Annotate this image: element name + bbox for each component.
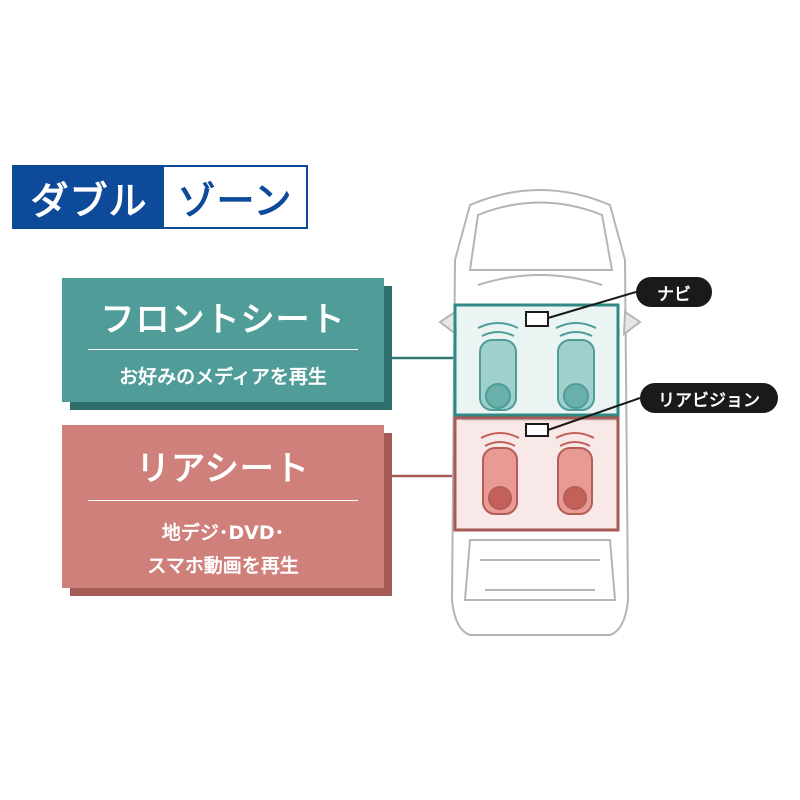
rear-seat-description: 地デジ･DVD･ スマホ動画を再生	[62, 517, 384, 583]
title-badge: ダブル ゾーン	[12, 165, 308, 229]
rear-seat-zone: リアシート 地デジ･DVD･ スマホ動画を再生	[62, 425, 392, 596]
navi-screen	[525, 311, 549, 327]
rear-seat-description-line2: スマホ動画を再生	[147, 555, 299, 577]
rear-vision-callout: リアビジョン	[640, 383, 778, 413]
rear-vision-leader-line	[547, 397, 641, 431]
rear-sound-waves	[480, 432, 595, 447]
front-seat-right	[557, 339, 595, 411]
rear-seat-left	[482, 447, 518, 515]
front-seat-zone: フロントシート お好みのメディアを再生	[62, 278, 392, 410]
front-seat-left	[479, 339, 517, 411]
navi-callout: ナビ	[636, 277, 712, 307]
front-divider	[88, 349, 358, 350]
rear-seat-title: リアシート	[136, 449, 310, 489]
front-sound-waves	[477, 322, 597, 337]
rear-seat-right	[557, 447, 593, 515]
title-right: ゾーン	[177, 178, 293, 223]
rear-vision-screen	[525, 423, 549, 437]
rear-divider	[88, 500, 358, 501]
title-left: ダブル	[14, 167, 164, 227]
navi-leader-line	[547, 291, 637, 319]
front-seat-title: フロントシート	[100, 300, 346, 340]
front-seat-description: お好みのメディアを再生	[119, 366, 327, 388]
rear-seat-description-line1: 地デジ･DVD･	[161, 522, 285, 544]
